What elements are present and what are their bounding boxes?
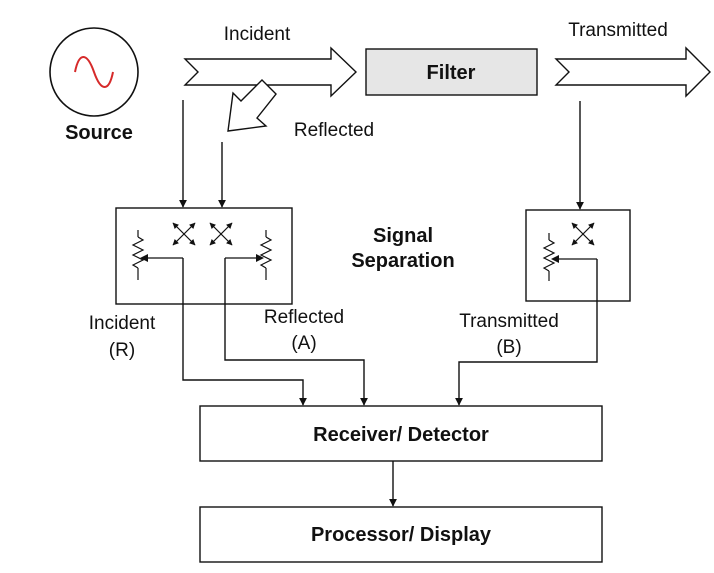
- incident-arrow: [183, 46, 358, 98]
- incident-route: [182, 258, 307, 406]
- processor-box: [199, 506, 603, 563]
- filter-box: [365, 48, 538, 96]
- coupler-icon: [209, 222, 233, 246]
- port-incident-line1: Incident: [89, 313, 156, 334]
- signal-separation-line1: Signal: [373, 225, 433, 247]
- separation-box-right: [525, 209, 631, 302]
- incident-arrow-label: Incident: [224, 24, 291, 45]
- transmitted-arrow: [554, 46, 711, 98]
- port-transmitted-line1: Transmitted: [459, 311, 559, 332]
- source-block: Source: [49, 27, 139, 144]
- receiver-box: [199, 405, 603, 462]
- coupler-icon: [571, 222, 595, 246]
- signal-separation-line2: Separation: [351, 250, 454, 272]
- port-reflected-line1: Reflected: [264, 307, 344, 328]
- port-reflected-line2: (A): [291, 333, 316, 354]
- reflected-route: [224, 258, 368, 406]
- resistor-icon: [131, 230, 183, 280]
- port-incident-line2: (R): [109, 340, 135, 361]
- resistor-icon: [225, 230, 273, 280]
- filter-label: Filter: [427, 62, 476, 84]
- port-transmitted-line2: (B): [496, 337, 521, 358]
- reflected-arrow-label: Reflected: [294, 120, 374, 141]
- reflected-arrow: [227, 79, 277, 132]
- transmitted-arrow-label: Transmitted: [568, 20, 668, 41]
- coupler-icon: [172, 222, 196, 246]
- resistor-icon: [542, 233, 597, 281]
- source-label: Source: [65, 122, 133, 144]
- separation-box-left: [115, 207, 293, 305]
- sine-wave-icon: [74, 56, 114, 88]
- transmitted-route: [455, 259, 598, 406]
- receiver-label: Receiver/ Detector: [313, 424, 489, 446]
- processor-label: Processor/ Display: [311, 524, 492, 546]
